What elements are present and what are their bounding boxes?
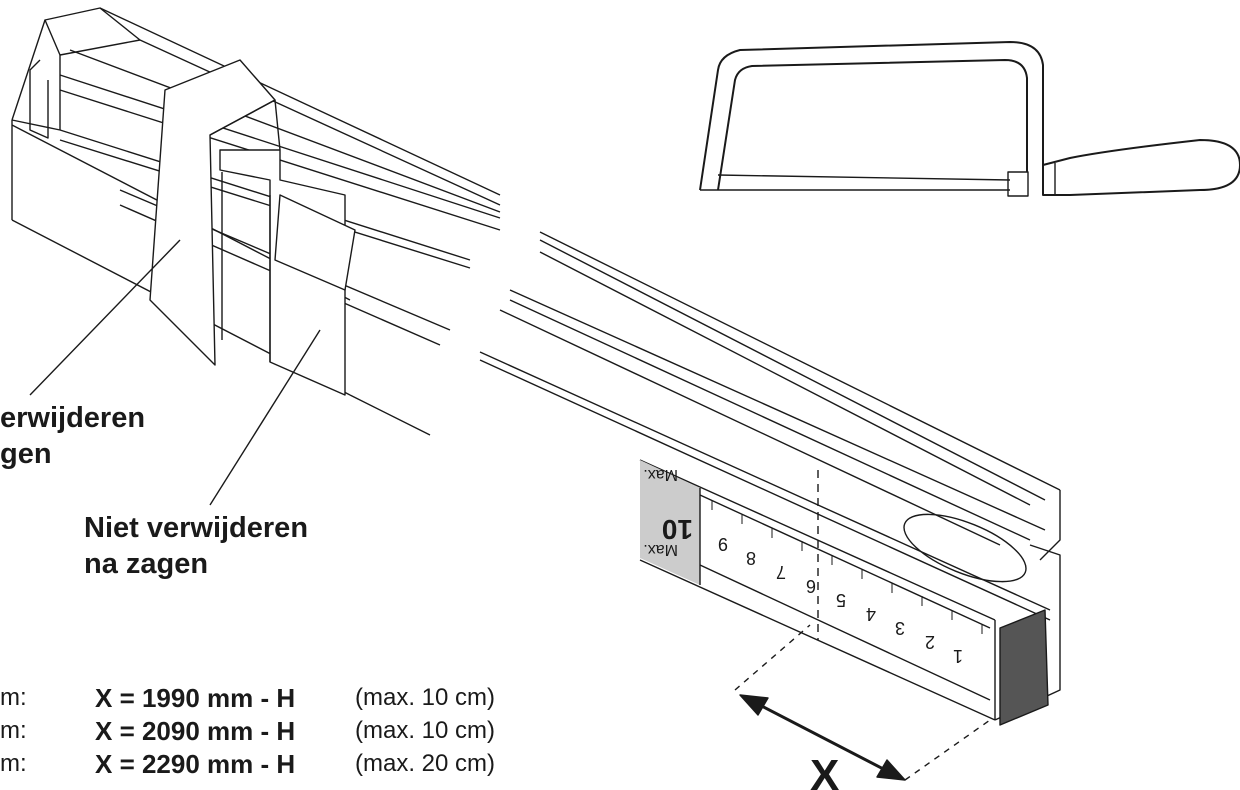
formula-prefix: m: <box>0 750 27 777</box>
ruler-max-label-top: Max. <box>643 466 678 483</box>
formula-limit: (max. 20 cm) <box>355 750 496 777</box>
ruler-number: 8 <box>746 548 756 568</box>
label-keep-after-sawing: Niet verwijderen na zagen <box>84 510 308 582</box>
dimension-label: X <box>810 751 839 790</box>
formula-expression: X = 1990 mm - H <box>95 683 296 713</box>
formula-row: m: X = 2290 mm - H (max. 20 cm) <box>0 749 560 779</box>
ruler-number: 2 <box>925 632 935 652</box>
label-line: na zagen <box>84 548 209 580</box>
dimension-x <box>734 624 991 781</box>
formula-limit: (max. 10 cm) <box>355 717 496 744</box>
ruler-numbers: 10 9 8 7 6 5 4 3 2 1 <box>662 514 963 666</box>
formula-prefix: m: <box>0 684 27 711</box>
ruler-number: 3 <box>895 618 905 638</box>
formula-prefix: m: <box>0 717 27 744</box>
formula-limit: (max. 10 cm) <box>355 684 496 711</box>
label-remove-after-sawing: erwijderen gen <box>0 400 145 472</box>
leader-left <box>29 239 181 396</box>
label-line: gen <box>0 438 52 470</box>
formula-expression: X = 2290 mm - H <box>95 749 296 779</box>
ruler-number: 7 <box>776 562 786 582</box>
ruler-number: 4 <box>866 604 876 624</box>
tape-keep <box>219 149 356 396</box>
profile-near-section <box>479 231 1061 726</box>
leader-right <box>209 329 321 506</box>
formula-expression: X = 2090 mm - H <box>95 716 296 746</box>
tape-remove <box>149 59 281 366</box>
label-line: Niet verwijderen <box>84 512 309 544</box>
ruler-number: 5 <box>836 590 846 610</box>
ruler-number: 9 <box>718 534 728 554</box>
ruler-max-label-bottom: Max. <box>643 541 678 558</box>
ruler-scale <box>640 460 991 701</box>
ruler-number: 10 <box>662 514 693 545</box>
hacksaw-icon <box>699 41 1240 197</box>
ruler-number: 1 <box>953 646 963 666</box>
label-line: erwijderen <box>0 402 146 434</box>
formula-row: m: X = 2090 mm - H (max. 10 cm) <box>0 716 560 746</box>
formula-row: m: X = 1990 mm - H (max. 10 cm) <box>0 683 560 713</box>
profile-far-section <box>11 7 501 436</box>
ruler-number: 6 <box>806 576 816 596</box>
